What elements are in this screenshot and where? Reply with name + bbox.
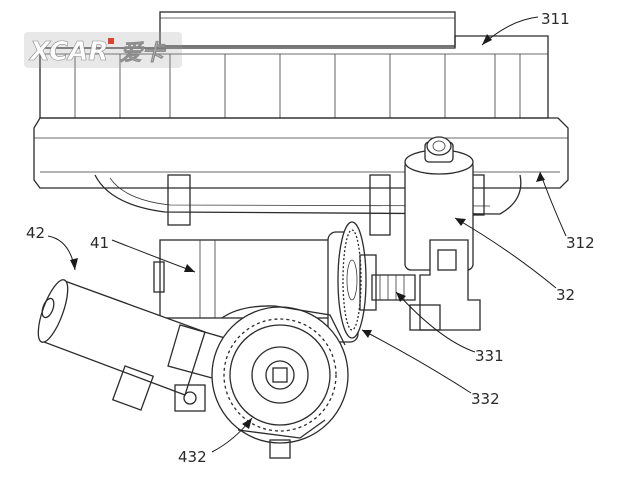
- label-32: 32: [556, 286, 575, 304]
- gear-432: [211, 305, 349, 459]
- watermark-accent-dot: [108, 38, 114, 44]
- label-312: 312: [566, 234, 595, 252]
- label-42: 42: [26, 224, 45, 242]
- label-331: 331: [475, 347, 504, 365]
- label-311: 311: [541, 10, 570, 28]
- watermark-brand: XCAR: [28, 37, 108, 67]
- leader-lines: [47, 16, 567, 453]
- motor-41: [153, 239, 331, 319]
- xcar-watermark-logo: XCAR 爱卡: [24, 32, 182, 68]
- label-332: 332: [471, 390, 500, 408]
- label-41: 41: [90, 234, 109, 252]
- actuator-motor-32: [404, 136, 481, 331]
- watermark-chinese: 爱卡: [120, 41, 166, 66]
- label-432: 432: [178, 448, 207, 466]
- motor-42: [37, 279, 226, 412]
- base-plate-312: [33, 117, 569, 236]
- gear-331: [371, 274, 416, 301]
